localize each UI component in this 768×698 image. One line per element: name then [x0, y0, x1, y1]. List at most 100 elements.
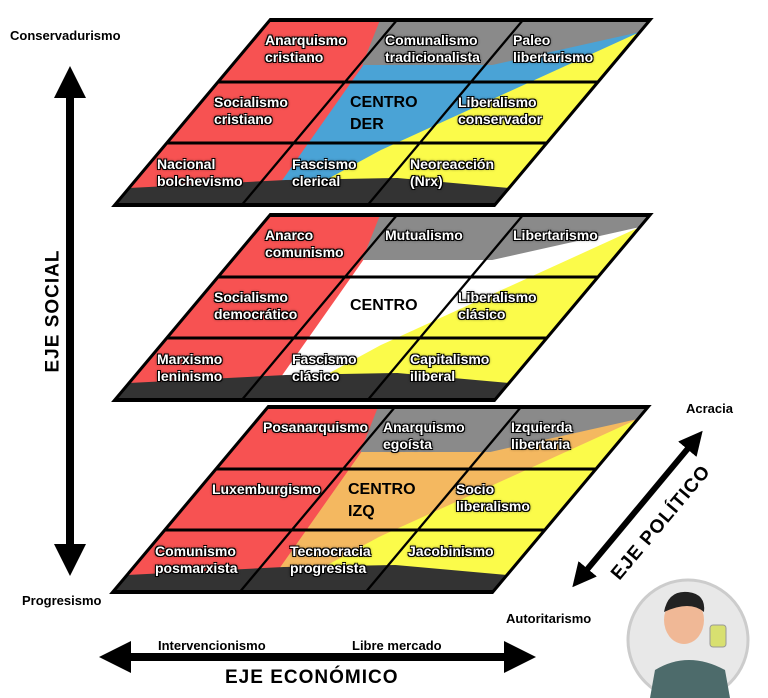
gray-region: [360, 407, 648, 452]
label-line: conservador: [458, 111, 543, 127]
label-line: Neoreacción: [410, 156, 495, 172]
label-line: clásico: [292, 368, 340, 384]
center-label-line: IZQ: [348, 503, 375, 520]
center-label: CENTRO DER: [350, 92, 418, 136]
center-label-line: CENTRO: [348, 481, 416, 498]
social-axis-top-label: Conservadurismo: [10, 28, 121, 43]
label-line: Comunalismo: [385, 32, 478, 48]
label-line: Comunismo: [155, 543, 236, 559]
economic-axis-title: EJE ECONÓMICO: [225, 667, 399, 688]
label-line: Mutualismo: [385, 227, 463, 243]
label-line: Tecnocracia: [290, 543, 371, 559]
center-label-line: CENTRO: [350, 94, 418, 111]
label-line: Socialismo: [214, 94, 288, 110]
yellow-region: [279, 227, 640, 400]
label-line: liberalismo: [456, 498, 530, 514]
label-line: (Nrx): [410, 173, 443, 189]
label-line: Liberalismo: [458, 289, 537, 305]
label-line: Luxemburgismo: [212, 481, 321, 497]
label-line: Paleo: [513, 32, 551, 48]
label-line: egoísta: [383, 436, 433, 452]
gray-region: [362, 20, 650, 65]
plane-progresista: [109, 405, 652, 594]
grid-line: [366, 215, 525, 400]
grid-line: [240, 20, 399, 205]
label-line: Anarquismo: [383, 419, 465, 435]
label-line: posmarxista: [155, 560, 238, 576]
gray-region: [362, 215, 650, 260]
label-line: Fascismo: [292, 351, 357, 367]
ideology-label: Neoreacción(Nrx): [410, 156, 494, 190]
ideology-label: Libertarismo: [513, 227, 598, 244]
label-line: Fascismo: [292, 156, 357, 172]
ideology-label: Posanarquismo: [263, 419, 368, 436]
political-axis-top-label: Acracia: [686, 401, 733, 416]
plane-centro: [111, 213, 654, 402]
dark-region: [114, 373, 510, 400]
label-line: clerical: [292, 173, 341, 189]
yellow-region: [279, 32, 640, 205]
label-line: Izquierda: [511, 419, 573, 435]
label-line: Libertarismo: [513, 227, 598, 243]
grid-line: [364, 407, 523, 592]
grid-line: [238, 407, 397, 592]
label-line: tradicionalista: [385, 49, 480, 65]
plane-border: [109, 405, 652, 594]
red-region: [114, 215, 395, 400]
grid-line: [366, 20, 525, 205]
political-axis-bottom-label: Autoritarismo: [506, 611, 592, 626]
center-label: CENTRO: [350, 295, 418, 317]
plane-conservador: [111, 18, 654, 207]
label-line: leninismo: [157, 368, 223, 384]
plane-border: [111, 18, 654, 207]
label-line: clásico: [458, 306, 506, 322]
label-line: Capitalismo: [410, 351, 490, 367]
economic-axis-right-label: Libre mercado: [352, 638, 442, 653]
label-line: Socialismo: [214, 289, 288, 305]
label-line: cristiano: [214, 111, 273, 127]
center-label-line: CENTRO: [350, 297, 418, 314]
label-line: Socio: [456, 481, 495, 497]
label-line: iliberal: [410, 368, 456, 384]
yellow-region: [277, 419, 638, 592]
economic-axis-left-label: Intervencionismo: [158, 638, 266, 653]
plane-border: [111, 213, 654, 402]
grid-line: [240, 215, 399, 400]
label-line: Liberalismo: [458, 94, 537, 110]
dark-region: [112, 565, 508, 592]
social-axis-title: EJE SOCIAL: [42, 249, 64, 373]
center-label: CENTRO IZQ: [348, 479, 416, 523]
label-line: Marxismo: [157, 351, 223, 367]
ideology-label: Jacobinismo: [408, 543, 494, 560]
label-line: cristiano: [265, 49, 324, 65]
label-line: progresista: [290, 560, 367, 576]
label-line: libertaria: [511, 436, 571, 452]
label-line: Posanarquismo: [263, 419, 369, 435]
center-label-line: DER: [350, 116, 384, 133]
label-line: libertarismo: [513, 49, 594, 65]
avatar: [626, 578, 750, 698]
ideology-label: Luxemburgismo: [212, 481, 321, 498]
label-line: Jacobinismo: [408, 543, 494, 559]
label-line: Anarco: [265, 227, 314, 243]
social-axis-bottom-label: Progresismo: [22, 593, 102, 608]
